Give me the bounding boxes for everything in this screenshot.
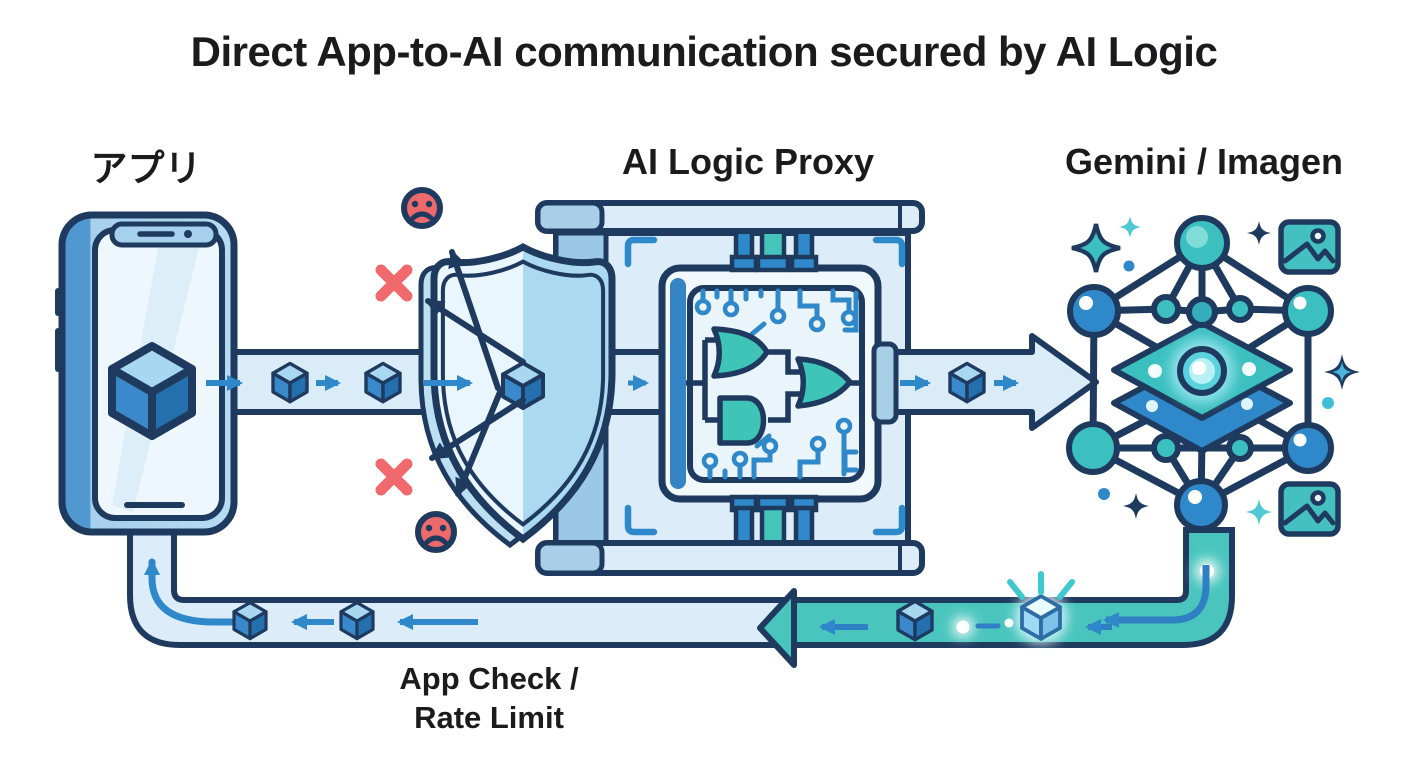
image-icon bbox=[1281, 484, 1338, 534]
sad-face-icon bbox=[401, 187, 443, 229]
page-title: Direct App-to-AI communication secured b… bbox=[190, 28, 1218, 75]
cube-icon bbox=[112, 346, 192, 436]
sparkle-rays-icon bbox=[1007, 571, 1075, 600]
corner-brackets bbox=[624, 236, 906, 536]
machine-output-connector bbox=[871, 341, 899, 425]
center-node-core bbox=[1192, 361, 1206, 375]
glow-dot bbox=[1004, 618, 1014, 628]
label-return-line1: App Check / bbox=[399, 661, 579, 696]
diamond-dot bbox=[1241, 398, 1253, 410]
gate-wires bbox=[686, 337, 862, 423]
network-nodes bbox=[1066, 215, 1334, 532]
or-gate-icon bbox=[795, 356, 853, 409]
request-cubes-and-arrows bbox=[112, 346, 1019, 436]
shield-shaded-half bbox=[523, 247, 612, 539]
or-gate-icon bbox=[711, 326, 770, 379]
neural-network-icon bbox=[1069, 216, 1360, 534]
glow-dot bbox=[956, 620, 970, 634]
return-arrowhead bbox=[757, 588, 797, 668]
return-flow-items bbox=[232, 559, 1219, 644]
arrow-icon bbox=[425, 298, 526, 365]
deflection-arrows bbox=[425, 249, 526, 497]
side-button bbox=[55, 288, 61, 316]
arrow-icon bbox=[429, 397, 526, 461]
label-return-line2: Rate Limit bbox=[414, 700, 564, 735]
x-mark-icon bbox=[375, 458, 413, 496]
image-icon bbox=[1281, 222, 1338, 272]
label-return-path: App Check / Rate Limit bbox=[339, 659, 639, 737]
panel-accent-stripe bbox=[670, 278, 686, 489]
machine-plates bbox=[535, 200, 925, 576]
camera-icon bbox=[184, 230, 192, 238]
cube-icon bbox=[339, 600, 375, 641]
cube-icon bbox=[271, 361, 309, 404]
x-mark-icon bbox=[375, 264, 413, 302]
label-proxy: AI Logic Proxy bbox=[621, 141, 875, 182]
diamond-dot bbox=[1242, 362, 1256, 376]
logic-gate-icon bbox=[711, 326, 853, 446]
sad-face-icon bbox=[415, 511, 457, 553]
label-model: Gemini / Imagen bbox=[1064, 141, 1344, 182]
proxy-panel bbox=[535, 200, 925, 576]
diamond-dot bbox=[1146, 400, 1158, 412]
glowing-cube-icon bbox=[1020, 594, 1062, 641]
shield-outline bbox=[430, 242, 616, 544]
circuit-nodes bbox=[694, 298, 858, 470]
sparkle-icon bbox=[1072, 216, 1360, 525]
side-button bbox=[55, 328, 61, 372]
return-up-arrow bbox=[144, 558, 256, 626]
arrow-icon bbox=[448, 249, 501, 391]
blocked-requests bbox=[375, 187, 526, 553]
cube-icon bbox=[232, 600, 268, 641]
label-app: アプリ bbox=[90, 148, 202, 189]
arrow-icon bbox=[1103, 565, 1210, 628]
cube-icon bbox=[364, 361, 402, 404]
arrow-icon bbox=[455, 389, 503, 497]
cube-icon bbox=[896, 599, 934, 642]
and-gate-icon bbox=[717, 395, 767, 446]
diamond-dot bbox=[1148, 364, 1162, 378]
cube-icon bbox=[948, 361, 986, 404]
